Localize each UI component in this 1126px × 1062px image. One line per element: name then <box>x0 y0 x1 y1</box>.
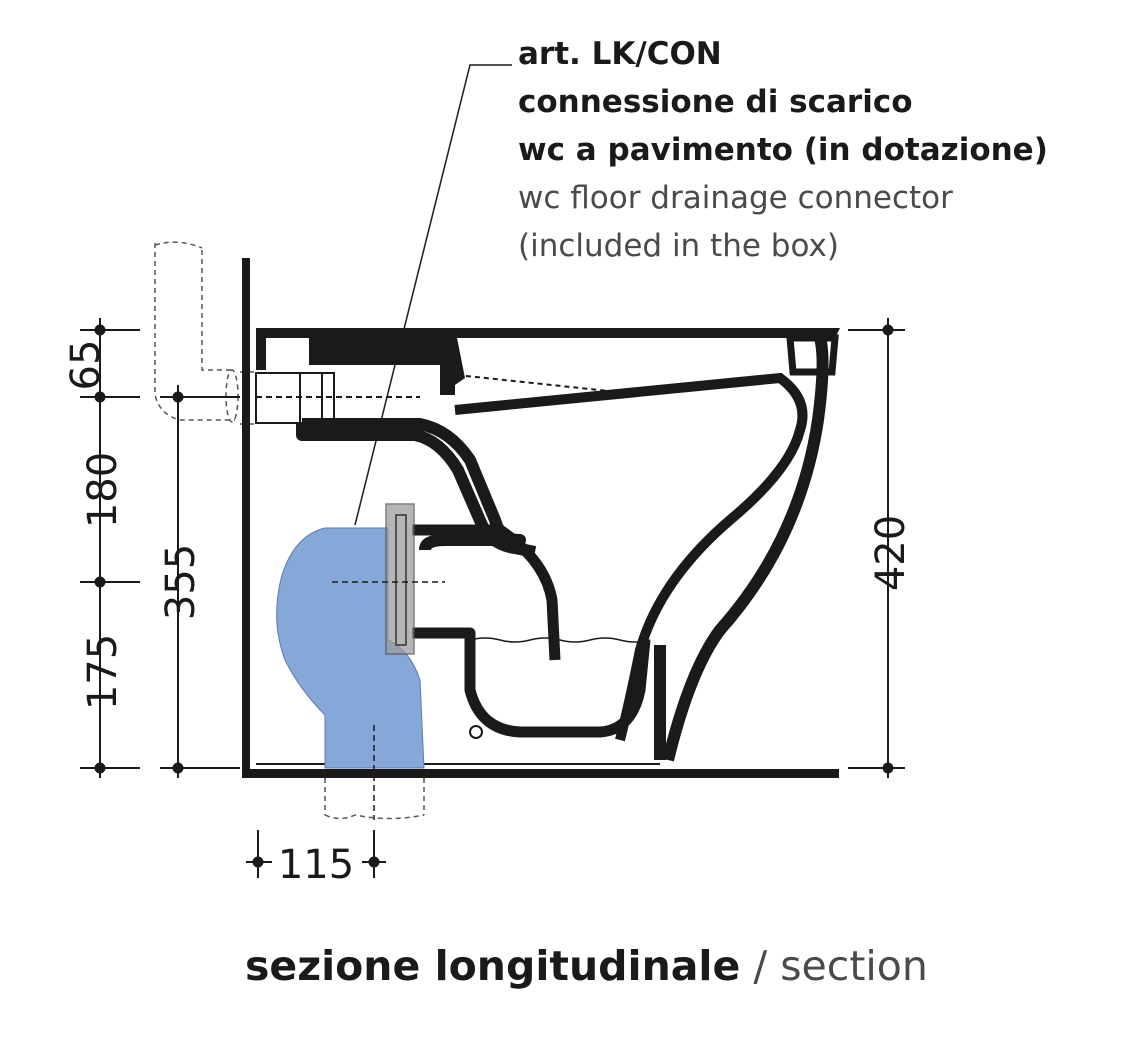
dim-label-420: 420 <box>868 515 914 591</box>
drain-hole <box>469 725 483 739</box>
dim-chain-right <box>848 318 905 778</box>
callout-english-line-2: (included in the box) <box>518 228 839 264</box>
callout-italian-line-2: wc a pavimento (in dotazione) <box>518 132 1048 168</box>
wall-line <box>242 258 250 778</box>
bowl-outer-shell <box>662 336 829 762</box>
rim-flush-line <box>456 374 619 393</box>
caption-separator: / <box>740 942 781 990</box>
dim-label-65: 65 <box>63 340 109 391</box>
dim-chain-bottom <box>246 830 386 878</box>
callout-leader <box>354 64 512 526</box>
caption-italian: sezione longitudinale <box>245 942 741 990</box>
bowl-inner-wall <box>454 372 808 742</box>
inlet-connector <box>255 372 420 424</box>
connector-callout: art. LK/CON connessione di scarico wc a … <box>518 30 1048 270</box>
dim-label-355: 355 <box>158 544 204 620</box>
callout-article-code: art. LK/CON <box>518 36 722 72</box>
inlet-seat <box>309 337 445 365</box>
connector-flange <box>385 503 415 655</box>
callout-english-line-1: wc floor drainage connector <box>518 180 953 216</box>
dim-label-180: 180 <box>80 452 126 528</box>
dim-chain-left <box>80 318 240 778</box>
drawing-caption: sezione longitudinale / section <box>245 942 928 990</box>
water-surface <box>469 637 651 643</box>
dim-label-175: 175 <box>80 634 126 710</box>
floor-line <box>242 769 839 778</box>
floor-pipe-dashed <box>324 778 425 820</box>
caption-english: section <box>780 942 928 990</box>
dim-label-115: 115 <box>278 842 354 888</box>
trap-bottom <box>412 524 651 738</box>
callout-italian-line-1: connessione di scarico <box>518 84 913 120</box>
bowl-rim <box>256 328 840 395</box>
